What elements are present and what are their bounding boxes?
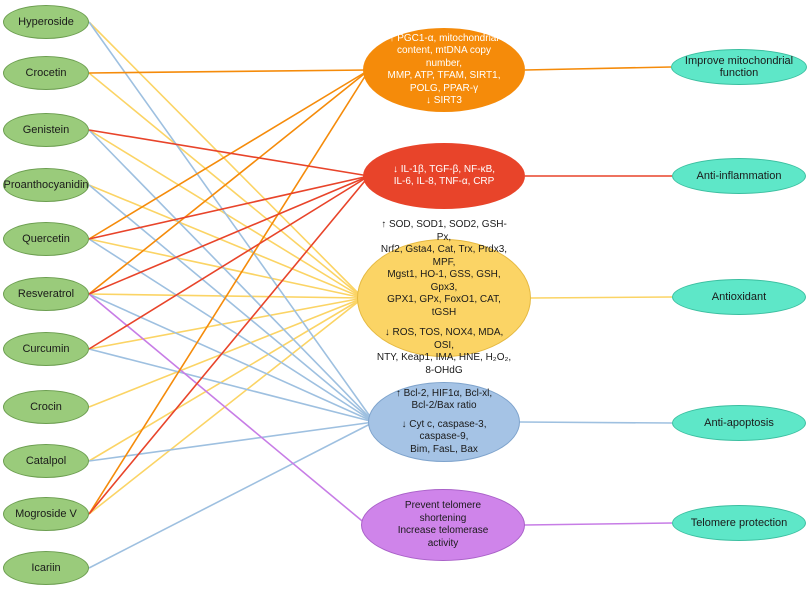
link-genistein-apop — [88, 129, 375, 423]
mechanism-inflammation: ↓ IL-1β, TGF-β, NF-κB, IL-6, IL-8, TNF-α… — [363, 143, 525, 209]
link-quercetin-mito — [88, 69, 370, 240]
link-mogroside-mito — [88, 69, 370, 515]
compound-label: Crocin — [30, 401, 62, 413]
compound-label: Curcumin — [22, 343, 70, 355]
link-crocetin-mito — [88, 69, 370, 74]
compound-proanthocyanidin: Proanthocyanidin — [3, 168, 89, 202]
compound-quercetin: Quercetin — [3, 222, 89, 256]
link-resveratrol-inflam — [88, 175, 370, 295]
compound-genistein: Genistein — [3, 113, 89, 147]
compound-crocin: Crocin — [3, 390, 89, 424]
mechanism-text: Prevent telomere shortening Increase tel… — [397, 500, 489, 549]
link-hyperoside-apop — [88, 21, 375, 423]
link-hyperoside-antiox — [88, 21, 364, 299]
link-resveratrol-telo — [88, 293, 368, 526]
link-mogroside-inflam — [88, 175, 370, 515]
compound-curcumin: Curcumin — [3, 332, 89, 366]
link-quercetin-inflam — [88, 175, 370, 240]
mechanism-antioxidant: ↑ SOD, SOD1, SOD2, GSH-Px, Nrf2, Gsta4, … — [357, 219, 531, 376]
link-quercetin-apop — [88, 238, 375, 423]
mechanism-text: ↑ PGC1-α, mitochondrial content, mtDNA c… — [387, 32, 501, 107]
link-genistein-inflam — [88, 129, 370, 177]
link-proanthocyanidin-apop — [88, 184, 375, 423]
compound-label: Mogroside V — [15, 508, 77, 520]
compound-hyperoside: Hyperoside — [3, 5, 89, 39]
link-icariin-apop — [88, 421, 375, 569]
link-resveratrol-apop — [88, 293, 375, 423]
outcome-label: Anti-apoptosis — [704, 417, 774, 429]
compound-icariin: Icariin — [3, 551, 89, 585]
compound-crocetin: Crocetin — [3, 56, 89, 90]
outcome-antioxidant: Antioxidant — [672, 279, 806, 315]
outcome-label: Improve mitochondrial function — [684, 55, 794, 79]
link-crocetin-antiox — [88, 72, 364, 299]
compound-label: Proanthocyanidin — [3, 179, 89, 191]
compound-label: Catalpol — [25, 455, 67, 467]
mechanism-text: ↑ SOD, SOD1, SOD2, GSH-Px, Nrf2, Gsta4, … — [376, 219, 512, 376]
compound-label: Hyperoside — [18, 16, 74, 28]
mechanism-apoptosis: ↑ Bcl-2, HIF1α, Bcl-xl, Bcl-2/Bax ratio … — [368, 382, 520, 462]
compound-label: Resveratrol — [17, 288, 75, 300]
mechanism-mitochondrial: ↑ PGC1-α, mitochondrial content, mtDNA c… — [363, 28, 525, 112]
outcome-label: Anti-inflammation — [696, 170, 782, 182]
link-apop-outcome — [519, 421, 673, 424]
outcome-telomere-protection: Telomere protection — [672, 505, 806, 541]
compound-label: Icariin — [31, 562, 61, 574]
outcome-label: Antioxidant — [711, 291, 767, 303]
link-mogroside-antiox — [88, 297, 364, 515]
link-curcumin-antiox — [88, 297, 364, 350]
compound-mogroside-v: Mogroside V — [3, 497, 89, 531]
link-quercetin-antiox — [88, 238, 364, 299]
compound-label: Genistein — [22, 124, 70, 136]
link-antiox-outcome — [530, 296, 673, 299]
link-telo-outcome — [524, 522, 673, 526]
link-mito-outcome — [524, 66, 672, 71]
link-catalpol-antiox — [88, 297, 364, 462]
link-curcumin-inflam — [88, 175, 370, 350]
outcome-anti-inflammation: Anti-inflammation — [672, 158, 806, 194]
compound-label: Crocetin — [25, 67, 67, 79]
link-proanthocyanidin-antiox — [88, 184, 364, 299]
link-catalpol-apop — [88, 421, 375, 462]
outcome-mitochondrial-function: Improve mitochondrial function — [671, 49, 807, 85]
link-curcumin-apop — [88, 348, 375, 423]
outcome-label: Telomere protection — [690, 517, 788, 529]
outcome-anti-apoptosis: Anti-apoptosis — [672, 405, 806, 441]
compound-catalpol: Catalpol — [3, 444, 89, 478]
compound-resveratrol: Resveratrol — [3, 277, 89, 311]
mechanism-text: ↑ Bcl-2, HIF1α, Bcl-xl, Bcl-2/Bax ratio … — [395, 387, 493, 455]
mechanism-text: ↓ IL-1β, TGF-β, NF-κB, IL-6, IL-8, TNF-α… — [392, 163, 496, 188]
link-crocin-antiox — [88, 297, 364, 408]
mechanism-telomere: Prevent telomere shortening Increase tel… — [361, 489, 525, 561]
compound-label: Quercetin — [22, 233, 70, 245]
link-resveratrol-mito — [88, 69, 370, 295]
